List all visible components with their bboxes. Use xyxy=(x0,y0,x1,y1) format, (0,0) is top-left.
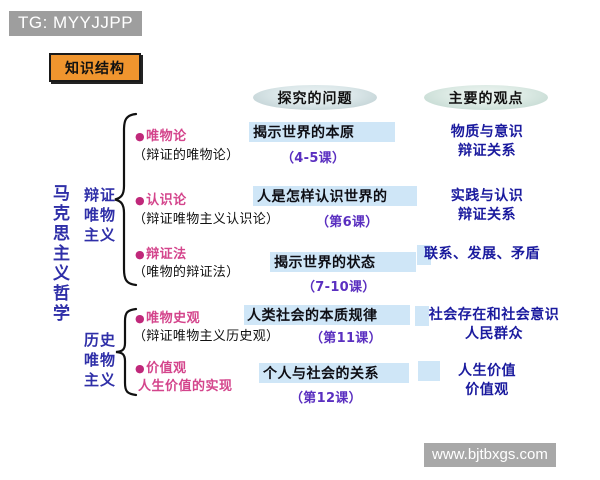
header-question-label: 探究的问题 xyxy=(277,90,353,107)
row-3-category-label: 辩证法 xyxy=(146,247,187,262)
row-4-viewpoint-band xyxy=(415,306,429,326)
row-3-viewpoint-line-1: 联系、发展、矛盾 xyxy=(424,246,540,262)
header-viewpoint-column: 主要的观点 xyxy=(424,85,548,110)
row-1-question-band xyxy=(249,122,395,142)
row-4-subcategory: （辩证唯物主义历史观） xyxy=(133,329,280,344)
row-2-subcategory: （辩证唯物主义认识论） xyxy=(133,212,280,227)
bullet-icon: ● xyxy=(135,362,146,375)
row-5-question: 个人与社会的关系 xyxy=(263,366,379,382)
row-3-subcategory: （唯物的辩证法） xyxy=(133,265,240,280)
row-2-viewpoint: 实践与认识 辩证关系 xyxy=(424,187,550,225)
watermark-bottom-right: www.bjtbxgs.com xyxy=(424,443,556,467)
row-4-category-label: 唯物史观 xyxy=(146,311,201,326)
row-4-question: 人类社会的本质规律 xyxy=(247,308,378,324)
watermark-top-left: TG: MYYJJPP xyxy=(9,11,143,36)
row-2-category-label: 认识论 xyxy=(146,193,187,208)
header-question-column: 探究的问题 xyxy=(253,85,377,110)
row-2-question: 人是怎样认识世界的 xyxy=(257,189,388,205)
row-1-viewpoint-line-2: 辩证关系 xyxy=(458,143,516,159)
title-box: 知识结构 xyxy=(49,53,141,82)
row-2-lesson: （第6课） xyxy=(316,215,379,230)
row-1-viewpoint-line-1: 物质与意识 xyxy=(450,124,524,140)
row-1-category: ●唯物论 xyxy=(135,125,187,144)
row-5-viewpoint-line-1: 人生价值 xyxy=(458,363,516,379)
row-4-viewpoint-line-2: 人民群众 xyxy=(465,326,523,342)
row-2-category: ●认识论 xyxy=(135,189,187,208)
row-4-viewpoint-line-1: 社会存在和社会意识 xyxy=(428,307,560,323)
row-1-viewpoint: 物质与意识 辩证关系 xyxy=(424,123,550,161)
bullet-icon: ● xyxy=(135,248,146,261)
row-3-lesson: （7-10课） xyxy=(302,280,376,295)
row-5-viewpoint-line-2: 价值观 xyxy=(465,382,509,398)
row-4-question-band xyxy=(244,305,410,325)
row-4-lesson: （第11课） xyxy=(310,331,382,346)
row-5-lesson: （第12课） xyxy=(290,391,362,406)
row-1-subcategory: （辩证的唯物论） xyxy=(133,148,240,163)
axis-group-label-1: 辩证唯物主义 xyxy=(83,186,116,244)
row-1-category-label: 唯物论 xyxy=(146,129,187,144)
row-2-viewpoint-line-2: 辩证关系 xyxy=(458,207,516,223)
row-4-viewpoint: 社会存在和社会意识 人民群众 xyxy=(418,306,570,344)
row-3-question: 揭示世界的状态 xyxy=(274,255,376,271)
title-box-label: 知识结构 xyxy=(65,60,125,77)
brace-dialectical-materialism xyxy=(112,112,138,287)
row-3-question-band xyxy=(270,252,416,272)
row-1-question: 揭示世界的本原 xyxy=(253,125,355,141)
row-3-viewpoint: 联系、发展、矛盾 xyxy=(424,245,564,264)
row-2-viewpoint-line-1: 实践与认识 xyxy=(450,188,524,204)
row-3-viewpoint-band xyxy=(417,245,431,265)
row-2-question-band xyxy=(253,186,417,206)
brace-historical-materialism xyxy=(112,307,138,397)
row-1-lesson: （4-5课） xyxy=(281,151,346,166)
row-5-category-line-2: 人生价值的实现 xyxy=(138,379,233,394)
header-viewpoint-label: 主要的观点 xyxy=(448,90,524,107)
axis-group-label-2: 历史唯物主义 xyxy=(83,331,116,389)
bullet-icon: ● xyxy=(135,130,146,143)
row-3-category: ●辩证法 xyxy=(135,243,187,262)
row-5-viewpoint: 人生价值 价值观 xyxy=(424,362,550,400)
axis-main-label: 马克思主义哲学 xyxy=(49,184,69,324)
row-5-category: ●价值观 xyxy=(135,357,187,376)
bullet-icon: ● xyxy=(135,194,146,207)
row-5-question-band xyxy=(259,363,409,383)
row-4-category: ●唯物史观 xyxy=(135,307,200,326)
row-5-viewpoint-band xyxy=(418,361,440,381)
bullet-icon: ● xyxy=(135,312,146,325)
row-5-category-label: 价值观 xyxy=(146,361,187,376)
